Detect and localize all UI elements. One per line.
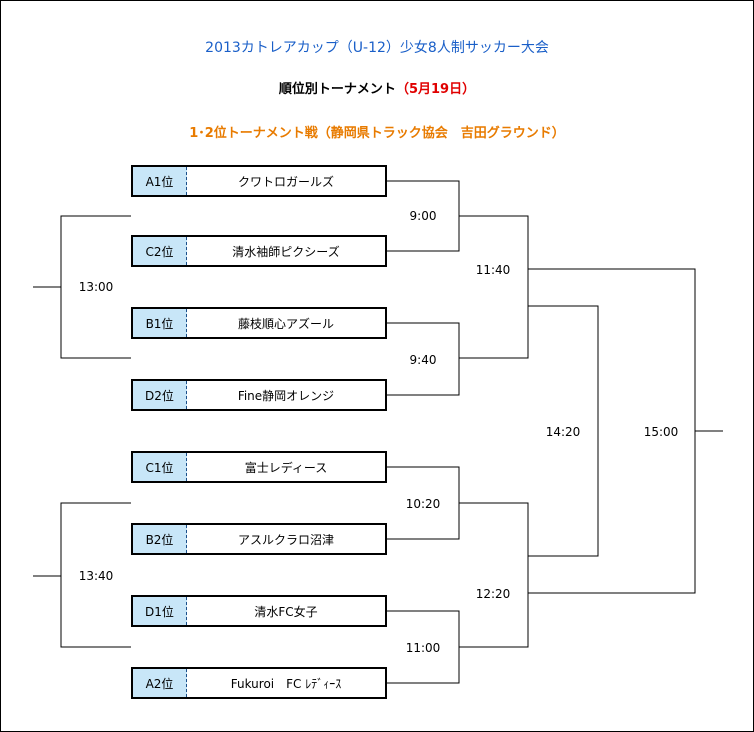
match-time-r2-bottom: 12:20 xyxy=(475,587,511,601)
match-time-r2-top: 11:40 xyxy=(475,263,511,277)
bracket-line-r2-bottom xyxy=(459,502,529,648)
match-time-r1d: 11:00 xyxy=(405,641,441,655)
team-box-6: B2位 アスルクラロ沼津 xyxy=(131,523,387,555)
team-seed: C1位 xyxy=(133,453,187,481)
team-name: 清水袖師ピクシーズ xyxy=(232,244,340,259)
team-name: クワトロガールズ xyxy=(237,174,334,189)
match-time-r1c: 10:20 xyxy=(405,497,441,511)
team-name: アスルクラロ沼津 xyxy=(237,532,334,547)
team-name: Fine静岡オレンジ xyxy=(237,388,335,403)
team-name: 清水FC女子 xyxy=(254,604,318,619)
subtitle-date: （5月19日） xyxy=(395,82,476,97)
team-name: 藤枝順心アズール xyxy=(237,316,334,331)
subtitle-main: 順位別トーナメント xyxy=(278,82,396,97)
team-box-5: C1位 富士レディース xyxy=(131,451,387,483)
match-time-1420: 14:20 xyxy=(545,425,581,439)
match-time-r1a: 9:00 xyxy=(409,209,437,223)
team-seed: C2位 xyxy=(133,237,187,265)
team-seed: D2位 xyxy=(133,381,187,409)
bracket-line-1340 xyxy=(60,502,131,648)
bracket-line-r1b xyxy=(387,322,460,396)
team-box-4: D2位 Fine静岡オレンジ xyxy=(131,379,387,411)
team-name: 富士レディース xyxy=(244,460,328,475)
bracket-subtitle: 順位別トーナメント（5月19日） xyxy=(1,78,753,97)
team-seed: B2位 xyxy=(133,525,187,553)
match-time-final: 15:00 xyxy=(643,425,679,439)
team-seed: A2位 xyxy=(133,669,187,697)
team-box-7: D1位 清水FC女子 xyxy=(131,595,387,627)
team-box-8: A2位 Fukuroi FC ﾚﾃﾞｨｰｽ xyxy=(131,667,387,699)
bracket-line-1420 xyxy=(528,305,599,557)
match-time-r1b: 9:40 xyxy=(409,353,437,367)
match-time-left-bottom: 13:40 xyxy=(78,569,114,583)
team-seed: A1位 xyxy=(133,167,187,195)
team-box-1: A1位 クワトロガールズ xyxy=(131,165,387,197)
venue-label: 1･2位トーナメント戦（静岡県トラック協会 吉田グラウンド） xyxy=(189,126,565,141)
team-name: Fukuroi FC ﾚﾃﾞｨｰｽ xyxy=(230,676,342,691)
team-seed: D1位 xyxy=(133,597,187,625)
team-box-2: C2位 清水袖師ピクシーズ xyxy=(131,235,387,267)
team-seed: B1位 xyxy=(133,309,187,337)
bracket-line-r2-top xyxy=(459,215,529,359)
tournament-title: 2013カトレアカップ（U-12）少女8人制サッカー大会 xyxy=(205,40,549,56)
team-box-3: B1位 藤枝順心アズール xyxy=(131,307,387,339)
match-time-left-top: 13:00 xyxy=(78,280,114,294)
